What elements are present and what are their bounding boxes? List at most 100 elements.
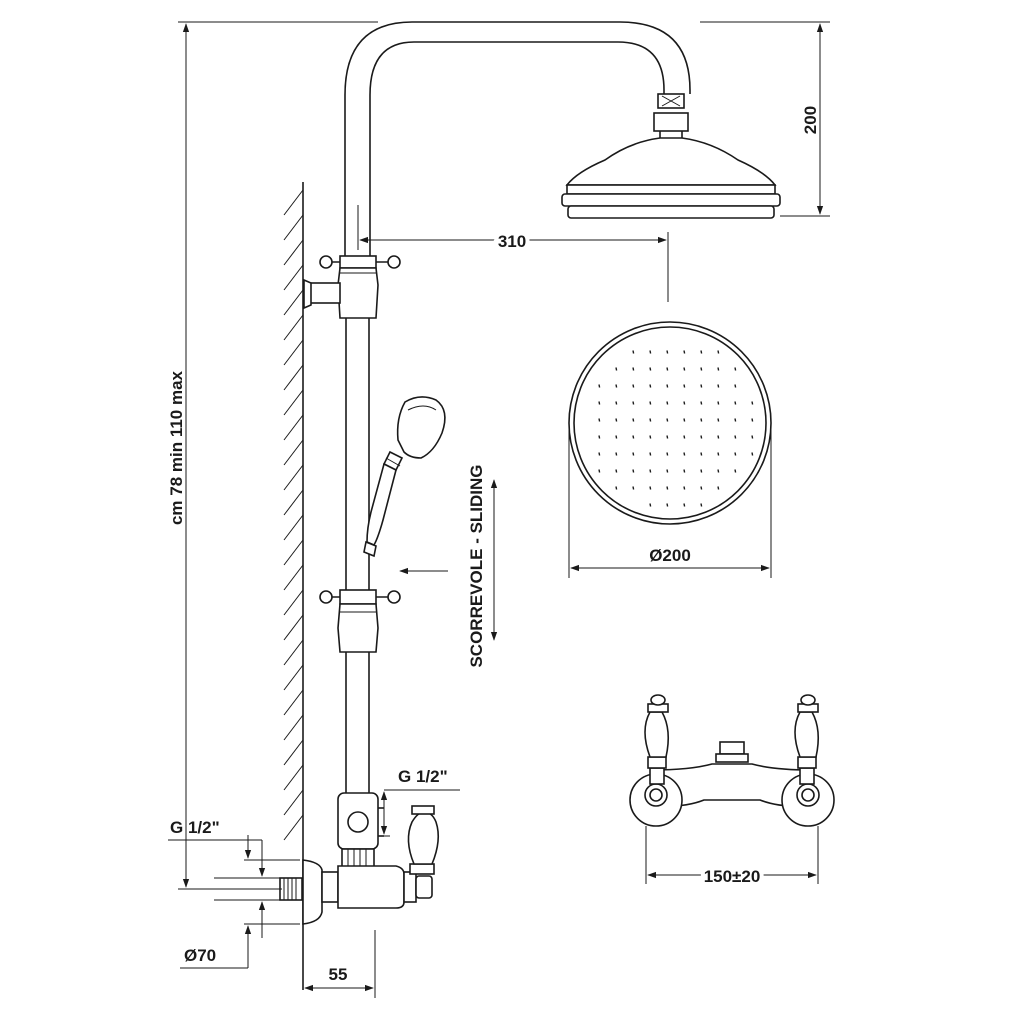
nozzle xyxy=(666,435,669,439)
nozzle xyxy=(632,418,635,422)
nozzle xyxy=(649,401,652,405)
arm-height-label: 200 xyxy=(801,106,820,134)
nozzle xyxy=(615,435,618,439)
nozzle xyxy=(751,452,754,456)
nozzle xyxy=(700,401,703,405)
nozzle xyxy=(683,435,686,439)
diverter xyxy=(337,792,384,868)
nozzle xyxy=(751,435,754,439)
nozzle xyxy=(666,367,669,371)
nozzle xyxy=(598,435,601,439)
nozzle xyxy=(717,452,720,456)
sliding-bracket xyxy=(319,589,401,653)
nozzle xyxy=(598,384,601,388)
riser-pipe xyxy=(344,245,371,793)
nozzle xyxy=(717,384,720,388)
nozzle xyxy=(666,401,669,405)
nozzle xyxy=(598,418,601,422)
inlet-left-label: G 1/2" xyxy=(170,818,220,837)
mixer-front xyxy=(629,694,835,827)
nozzle xyxy=(598,469,601,473)
nozzle xyxy=(734,435,737,439)
nozzle xyxy=(717,469,720,473)
nozzle xyxy=(666,469,669,473)
nozzle xyxy=(666,384,669,388)
nozzle xyxy=(717,350,720,354)
flange-diameter-label: Ø70 xyxy=(184,946,216,965)
wall xyxy=(283,182,304,990)
nozzle xyxy=(649,503,652,507)
nozzle xyxy=(683,418,686,422)
nozzle xyxy=(649,418,652,422)
top-bracket xyxy=(303,255,401,319)
nozzle xyxy=(632,435,635,439)
nozzle xyxy=(683,503,686,507)
nozzle-pattern xyxy=(598,350,754,507)
inlet-top-label: G 1/2" xyxy=(398,767,448,786)
nozzle xyxy=(649,350,652,354)
sliding-arrows xyxy=(399,479,498,641)
nozzle xyxy=(734,401,737,405)
nozzle xyxy=(615,384,618,388)
head-diameter-label: Ø200 xyxy=(649,546,691,565)
nozzle xyxy=(700,435,703,439)
nozzle xyxy=(632,452,635,456)
nozzle xyxy=(615,452,618,456)
nozzle xyxy=(666,452,669,456)
nozzle xyxy=(700,384,703,388)
nozzle xyxy=(666,350,669,354)
nozzle xyxy=(717,486,720,490)
nozzle xyxy=(751,401,754,405)
nozzle xyxy=(649,435,652,439)
nozzle xyxy=(717,367,720,371)
nozzle xyxy=(683,401,686,405)
nozzle xyxy=(683,367,686,371)
nozzle xyxy=(700,367,703,371)
hand-shower xyxy=(363,396,446,558)
nozzle xyxy=(683,486,686,490)
nozzle xyxy=(615,367,618,371)
dimension-lines xyxy=(168,21,830,998)
nozzle xyxy=(666,486,669,490)
nozzle xyxy=(666,503,669,507)
nozzle xyxy=(717,401,720,405)
nozzle xyxy=(700,503,703,507)
nozzle xyxy=(700,452,703,456)
nozzle xyxy=(717,418,720,422)
nozzle xyxy=(700,469,703,473)
nozzle xyxy=(649,384,652,388)
nozzle xyxy=(598,452,601,456)
nozzle xyxy=(632,367,635,371)
nozzle xyxy=(615,486,618,490)
nozzle xyxy=(615,418,618,422)
nozzle xyxy=(734,452,737,456)
nozzle xyxy=(649,486,652,490)
nozzle xyxy=(632,486,635,490)
shower-arm xyxy=(344,21,691,245)
shower-head-side xyxy=(561,137,781,219)
nozzle xyxy=(734,367,737,371)
mixer-side xyxy=(279,805,440,925)
nozzle xyxy=(615,401,618,405)
nozzle xyxy=(734,469,737,473)
shower-head-front xyxy=(568,250,772,525)
wall-hatching xyxy=(283,189,304,841)
nozzle xyxy=(666,418,669,422)
nozzle xyxy=(700,350,703,354)
wall-offset-label: 55 xyxy=(329,965,348,984)
nozzle xyxy=(632,401,635,405)
nozzle xyxy=(649,452,652,456)
nozzle xyxy=(734,418,737,422)
nozzle xyxy=(734,384,737,388)
nozzle xyxy=(717,435,720,439)
sliding-label: SCORREVOLE - SLIDING xyxy=(467,464,486,667)
nozzle xyxy=(751,418,754,422)
nozzle xyxy=(700,418,703,422)
arm-reach-label: 310 xyxy=(498,232,526,251)
nozzle xyxy=(683,452,686,456)
nozzle xyxy=(683,350,686,354)
nozzle xyxy=(649,367,652,371)
nozzle xyxy=(632,384,635,388)
